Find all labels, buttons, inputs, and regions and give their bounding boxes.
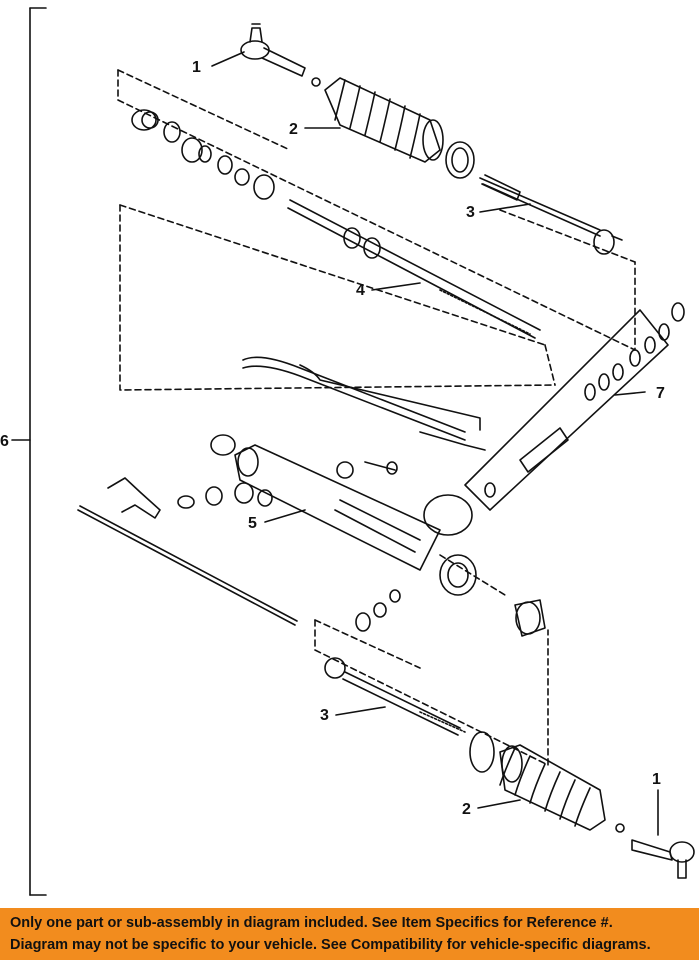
callout-labels: 1 2 3 4 5 6 7 3 2 1	[0, 59, 665, 818]
disclaimer-line-1: Only one part or sub-assembly in diagram…	[10, 915, 613, 931]
callout-3-top: 3	[466, 204, 475, 221]
callout-4: 4	[356, 282, 365, 299]
inner-tie-rod-top	[479, 174, 623, 255]
callout-1-top: 1	[192, 59, 201, 76]
callout-2-bottom: 2	[462, 801, 471, 818]
callout-leaders	[211, 51, 659, 836]
upper-inner-parts-outline	[117, 69, 636, 391]
tie-rod-end-bottom	[615, 823, 695, 879]
rack-shaft	[287, 199, 541, 339]
callout-3-bottom: 3	[320, 707, 329, 724]
valve-assembly-outline	[464, 302, 685, 511]
tie-rod-end-top	[240, 23, 321, 87]
callout-2-top: 2	[289, 121, 298, 138]
mounting-parts-left	[77, 477, 298, 626]
rack-housing	[210, 434, 477, 596]
callout-5: 5	[248, 515, 257, 532]
boot-top	[324, 77, 475, 179]
assembly-bracket-6	[11, 7, 47, 896]
disclaimer-banner: Only one part or sub-assembly in diagram…	[0, 908, 699, 960]
inner-tie-rod-bottom	[324, 657, 466, 736]
seals-and-bushings-bottom	[355, 589, 546, 637]
steering-rack-exploded-diagram: 1 2 3 4 5 6 7 3 2 1	[0, 7, 695, 896]
lower-inner-parts-outline	[314, 554, 549, 766]
boot-bottom	[469, 731, 606, 831]
callout-6: 6	[0, 433, 9, 450]
hydraulic-lines	[242, 356, 486, 451]
seals-and-bushings-top	[131, 109, 275, 200]
callout-1-bottom: 1	[652, 771, 661, 788]
disclaimer-line-2: Diagram may not be specific to your vehi…	[10, 937, 651, 953]
callout-7: 7	[656, 385, 665, 402]
